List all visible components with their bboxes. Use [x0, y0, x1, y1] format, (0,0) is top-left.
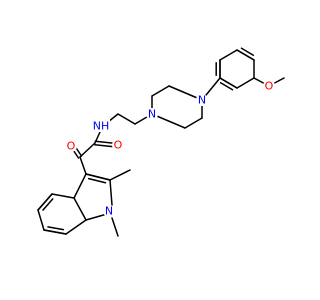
bond-34	[109, 179, 113, 206]
atom-n-amide: NH	[92, 119, 110, 133]
atom-o-amide: O	[112, 139, 124, 152]
bond-25	[94, 144, 115, 148]
bond-33	[87, 177, 107, 184]
bond-4	[219, 49, 238, 61]
bond-40	[37, 209, 45, 231]
atom-label-n-amide: NH	[93, 120, 110, 133]
atom-n-indole: N	[103, 205, 115, 218]
atom-label-o-amide: O	[114, 139, 123, 152]
bond-47	[109, 169, 131, 181]
atom-n-piperazine-aryl: N	[196, 94, 208, 107]
bond-9	[240, 47, 255, 56]
bond-27	[79, 142, 96, 158]
bond-11	[219, 82, 234, 91]
atom-label-n-piperazine-alkyl: N	[148, 108, 156, 121]
bond-36	[73, 197, 87, 221]
atom-o-methoxy: O	[263, 80, 275, 93]
bond-43	[37, 193, 53, 211]
atom-o-ketone: O	[65, 140, 77, 153]
bond-8	[236, 49, 255, 61]
bond-26	[94, 140, 115, 144]
bond-45	[43, 229, 67, 235]
molecule-diagram: O N N NH O O N	[37, 47, 285, 237]
bond-46	[47, 226, 65, 231]
bond-28	[74, 146, 83, 157]
atom-layer: O N N NH O O N	[65, 80, 275, 218]
bond-7	[236, 77, 255, 89]
bond-10	[219, 77, 238, 89]
bond-42	[65, 219, 87, 235]
bond-44	[42, 198, 54, 211]
atom-n-piperazine-alkyl: N	[146, 108, 158, 121]
bond-layer	[37, 47, 285, 237]
bond-16	[184, 117, 203, 129]
bond-48	[111, 217, 119, 237]
bond-19	[151, 85, 170, 97]
bond-32	[85, 173, 111, 181]
atom-label-n-indole: N	[105, 205, 113, 218]
atom-label-o-ketone: O	[67, 140, 76, 153]
bond-35	[85, 213, 108, 221]
bond-37	[73, 173, 87, 199]
atom-label-n-piperazine-aryl: N	[198, 94, 206, 107]
bond-22	[117, 113, 136, 125]
atom-label-o-methoxy: O	[265, 80, 274, 93]
bond-30	[79, 156, 87, 175]
bond-38	[51, 193, 75, 199]
